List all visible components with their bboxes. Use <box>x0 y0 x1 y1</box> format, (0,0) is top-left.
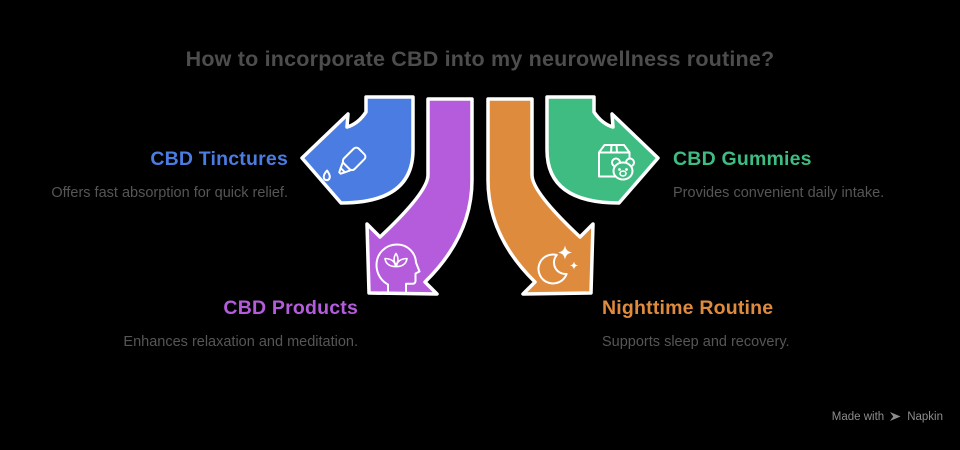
tincture-dropper-icon <box>322 146 367 182</box>
arrow-cbd-gummies <box>545 95 660 205</box>
napkin-pen-icon <box>890 412 901 421</box>
arrow-cbd-tinctures <box>300 95 415 205</box>
item-desc: Provides convenient daily intake. <box>673 185 885 201</box>
watermark-text: Made with <box>831 410 885 423</box>
watermark: Made with Napkin <box>832 410 943 423</box>
gummy-bear-package-icon <box>598 144 635 181</box>
item-cbd-tinctures: CBD Tinctures Offers fast absorption for… <box>48 148 288 203</box>
item-nighttime-routine: Nighttime Routine Supports sleep and rec… <box>602 297 862 352</box>
item-desc: Supports sleep and recovery. <box>602 334 790 350</box>
item-desc: Enhances relaxation and meditation. <box>123 334 358 350</box>
item-desc: Offers fast absorption for quick relief. <box>51 185 288 201</box>
item-label: CBD Tinctures <box>150 148 288 170</box>
arrow-nighttime-routine <box>486 97 595 296</box>
watermark-brand: Napkin <box>907 410 943 423</box>
arrow-cbd-products <box>365 97 474 296</box>
page-title: How to incorporate CBD into my neurowell… <box>185 47 775 71</box>
item-label: CBD Gummies <box>673 148 812 170</box>
item-cbd-products: CBD Products Enhances relaxation and med… <box>98 297 358 352</box>
meditation-head-icon <box>375 243 421 293</box>
item-label: Nighttime Routine <box>602 297 774 319</box>
item-label: CBD Products <box>223 297 358 319</box>
item-cbd-gummies: CBD Gummies Provides convenient daily in… <box>673 148 923 203</box>
moon-sparkles-icon <box>537 245 578 285</box>
